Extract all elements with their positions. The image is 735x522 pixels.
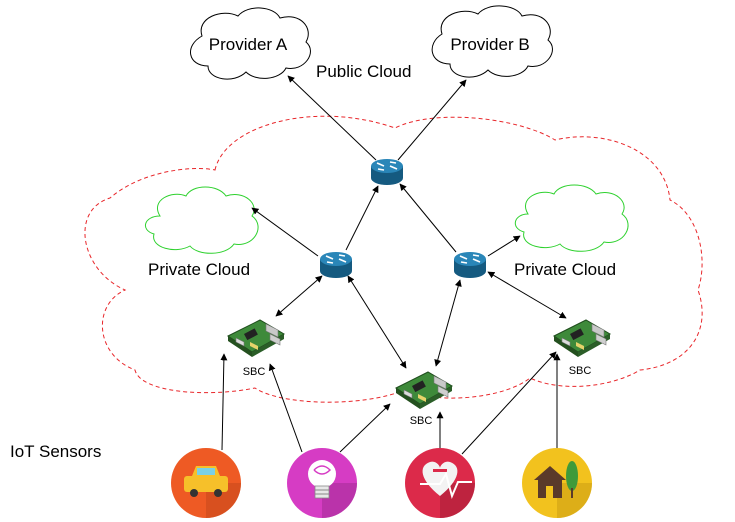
car-sensor-icon bbox=[171, 448, 241, 518]
link-left-router-private bbox=[251, 207, 319, 257]
link-heart-sbc-right bbox=[461, 351, 557, 455]
sbc-right-label: SBC bbox=[569, 365, 592, 377]
link-router-provider-b bbox=[397, 79, 467, 161]
private-cloud-right bbox=[514, 184, 629, 252]
sbc-center-label: SBC bbox=[410, 415, 433, 427]
light-bulb-sensor-icon bbox=[287, 448, 357, 518]
link-right-router-sbc-right bbox=[487, 271, 567, 319]
link-right-router-sbc-center bbox=[434, 279, 462, 367]
link-bulb-sbc-center bbox=[339, 403, 391, 453]
private-cloud-left bbox=[145, 186, 259, 254]
sbc-left-label: SBC bbox=[243, 366, 266, 378]
router-icon bbox=[370, 158, 404, 186]
single-board-computer-icon bbox=[553, 319, 611, 358]
provider-b-cloud bbox=[431, 5, 553, 78]
provider-b-label: Provider B bbox=[450, 35, 529, 54]
iot-sensors-label: IoT Sensors bbox=[10, 442, 101, 461]
provider-a-cloud bbox=[190, 7, 311, 80]
connections bbox=[220, 75, 567, 455]
link-right-router-private bbox=[487, 235, 521, 257]
edge-cloud-boundary bbox=[84, 115, 703, 403]
single-board-computer-icon bbox=[227, 319, 285, 358]
link-router-provider-a bbox=[287, 75, 377, 161]
link-bulb-sbc-left bbox=[268, 363, 303, 453]
link-car-sbc-left bbox=[220, 353, 228, 451]
heart-rate-sensor-icon bbox=[405, 448, 475, 518]
house-sensor-icon bbox=[522, 448, 592, 518]
public-cloud-label: Public Cloud bbox=[316, 62, 411, 81]
link-left-router-sbc-center bbox=[347, 275, 407, 369]
provider-a-label: Provider A bbox=[209, 35, 288, 54]
private-cloud-left-label: Private Cloud bbox=[148, 260, 250, 279]
link-left-router-top bbox=[345, 185, 379, 251]
private-cloud-right-label: Private Cloud bbox=[514, 260, 616, 279]
single-board-computer-icon bbox=[395, 371, 453, 410]
router-icon bbox=[453, 251, 487, 279]
router-icon bbox=[319, 251, 353, 279]
link-right-router-top bbox=[399, 183, 457, 253]
link-left-router-sbc-left bbox=[275, 275, 323, 317]
